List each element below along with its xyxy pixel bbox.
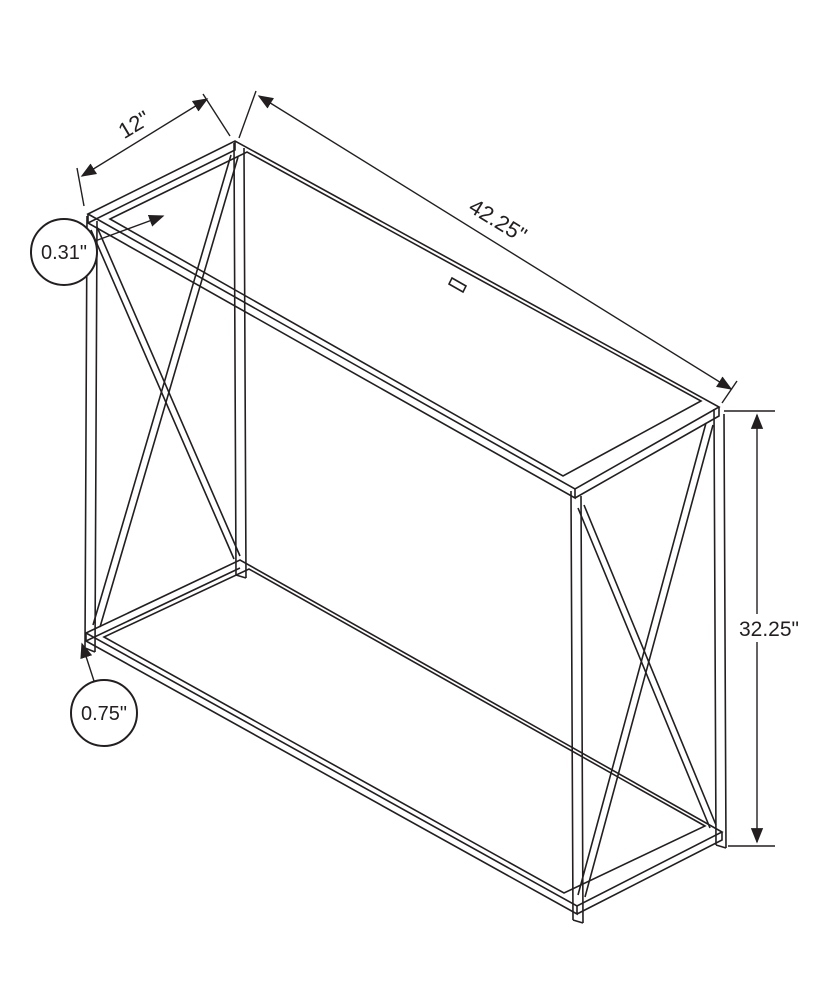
top-inner-edge (108, 151, 703, 477)
right-x-brace-b (577, 504, 717, 829)
top-thickness-leader-arrow (94, 215, 165, 242)
back-right-leg (713, 408, 727, 849)
height-label-background (730, 614, 810, 642)
dimension-depth: 12" (76, 93, 231, 207)
table-line-drawing (84, 140, 727, 924)
length-dimension-line (257, 95, 733, 390)
shelf-thickness-label: 0.75" (81, 703, 127, 725)
depth-dimension-line (80, 98, 209, 177)
depth-extension-line-back (202, 93, 231, 137)
shelf-thickness-callout-circle (70, 679, 138, 747)
left-x-brace-a (90, 226, 241, 560)
dimension-length: 42.25" (238, 90, 738, 404)
dimension-height: 32.25" (724, 410, 810, 847)
side-x-braces (90, 154, 717, 898)
left-x-brace-b (92, 154, 239, 628)
length-extension-line-right (721, 380, 738, 404)
bottom-shelf (84, 559, 724, 916)
front-right-leg (570, 490, 584, 924)
depth-dimension-label: 12" (114, 106, 155, 144)
shelf-thickness-leader-arrow (80, 642, 95, 682)
depth-extension-line-front (76, 167, 85, 207)
table-legs (84, 142, 727, 924)
top-outer-edge (86, 140, 721, 490)
length-dimension-label: 42.25" (465, 194, 532, 248)
callout-shelf-thickness: 0.75" (70, 642, 138, 747)
front-left-leg (84, 215, 98, 653)
back-left-leg (233, 142, 247, 579)
shelf-thickness-edges (85, 567, 723, 916)
length-extension-line-left (238, 90, 257, 139)
glass-clip-detail (447, 276, 468, 294)
top-thickness-callout-circle (30, 218, 98, 286)
right-x-brace-a (577, 422, 714, 898)
shelf-inner-edge (102, 568, 707, 894)
shelf-outer-edge (84, 559, 724, 907)
height-dimension-label: 32.25" (739, 618, 799, 641)
top-thickness-label: 0.31" (41, 242, 87, 264)
callout-top-thickness: 0.31" (30, 215, 165, 286)
